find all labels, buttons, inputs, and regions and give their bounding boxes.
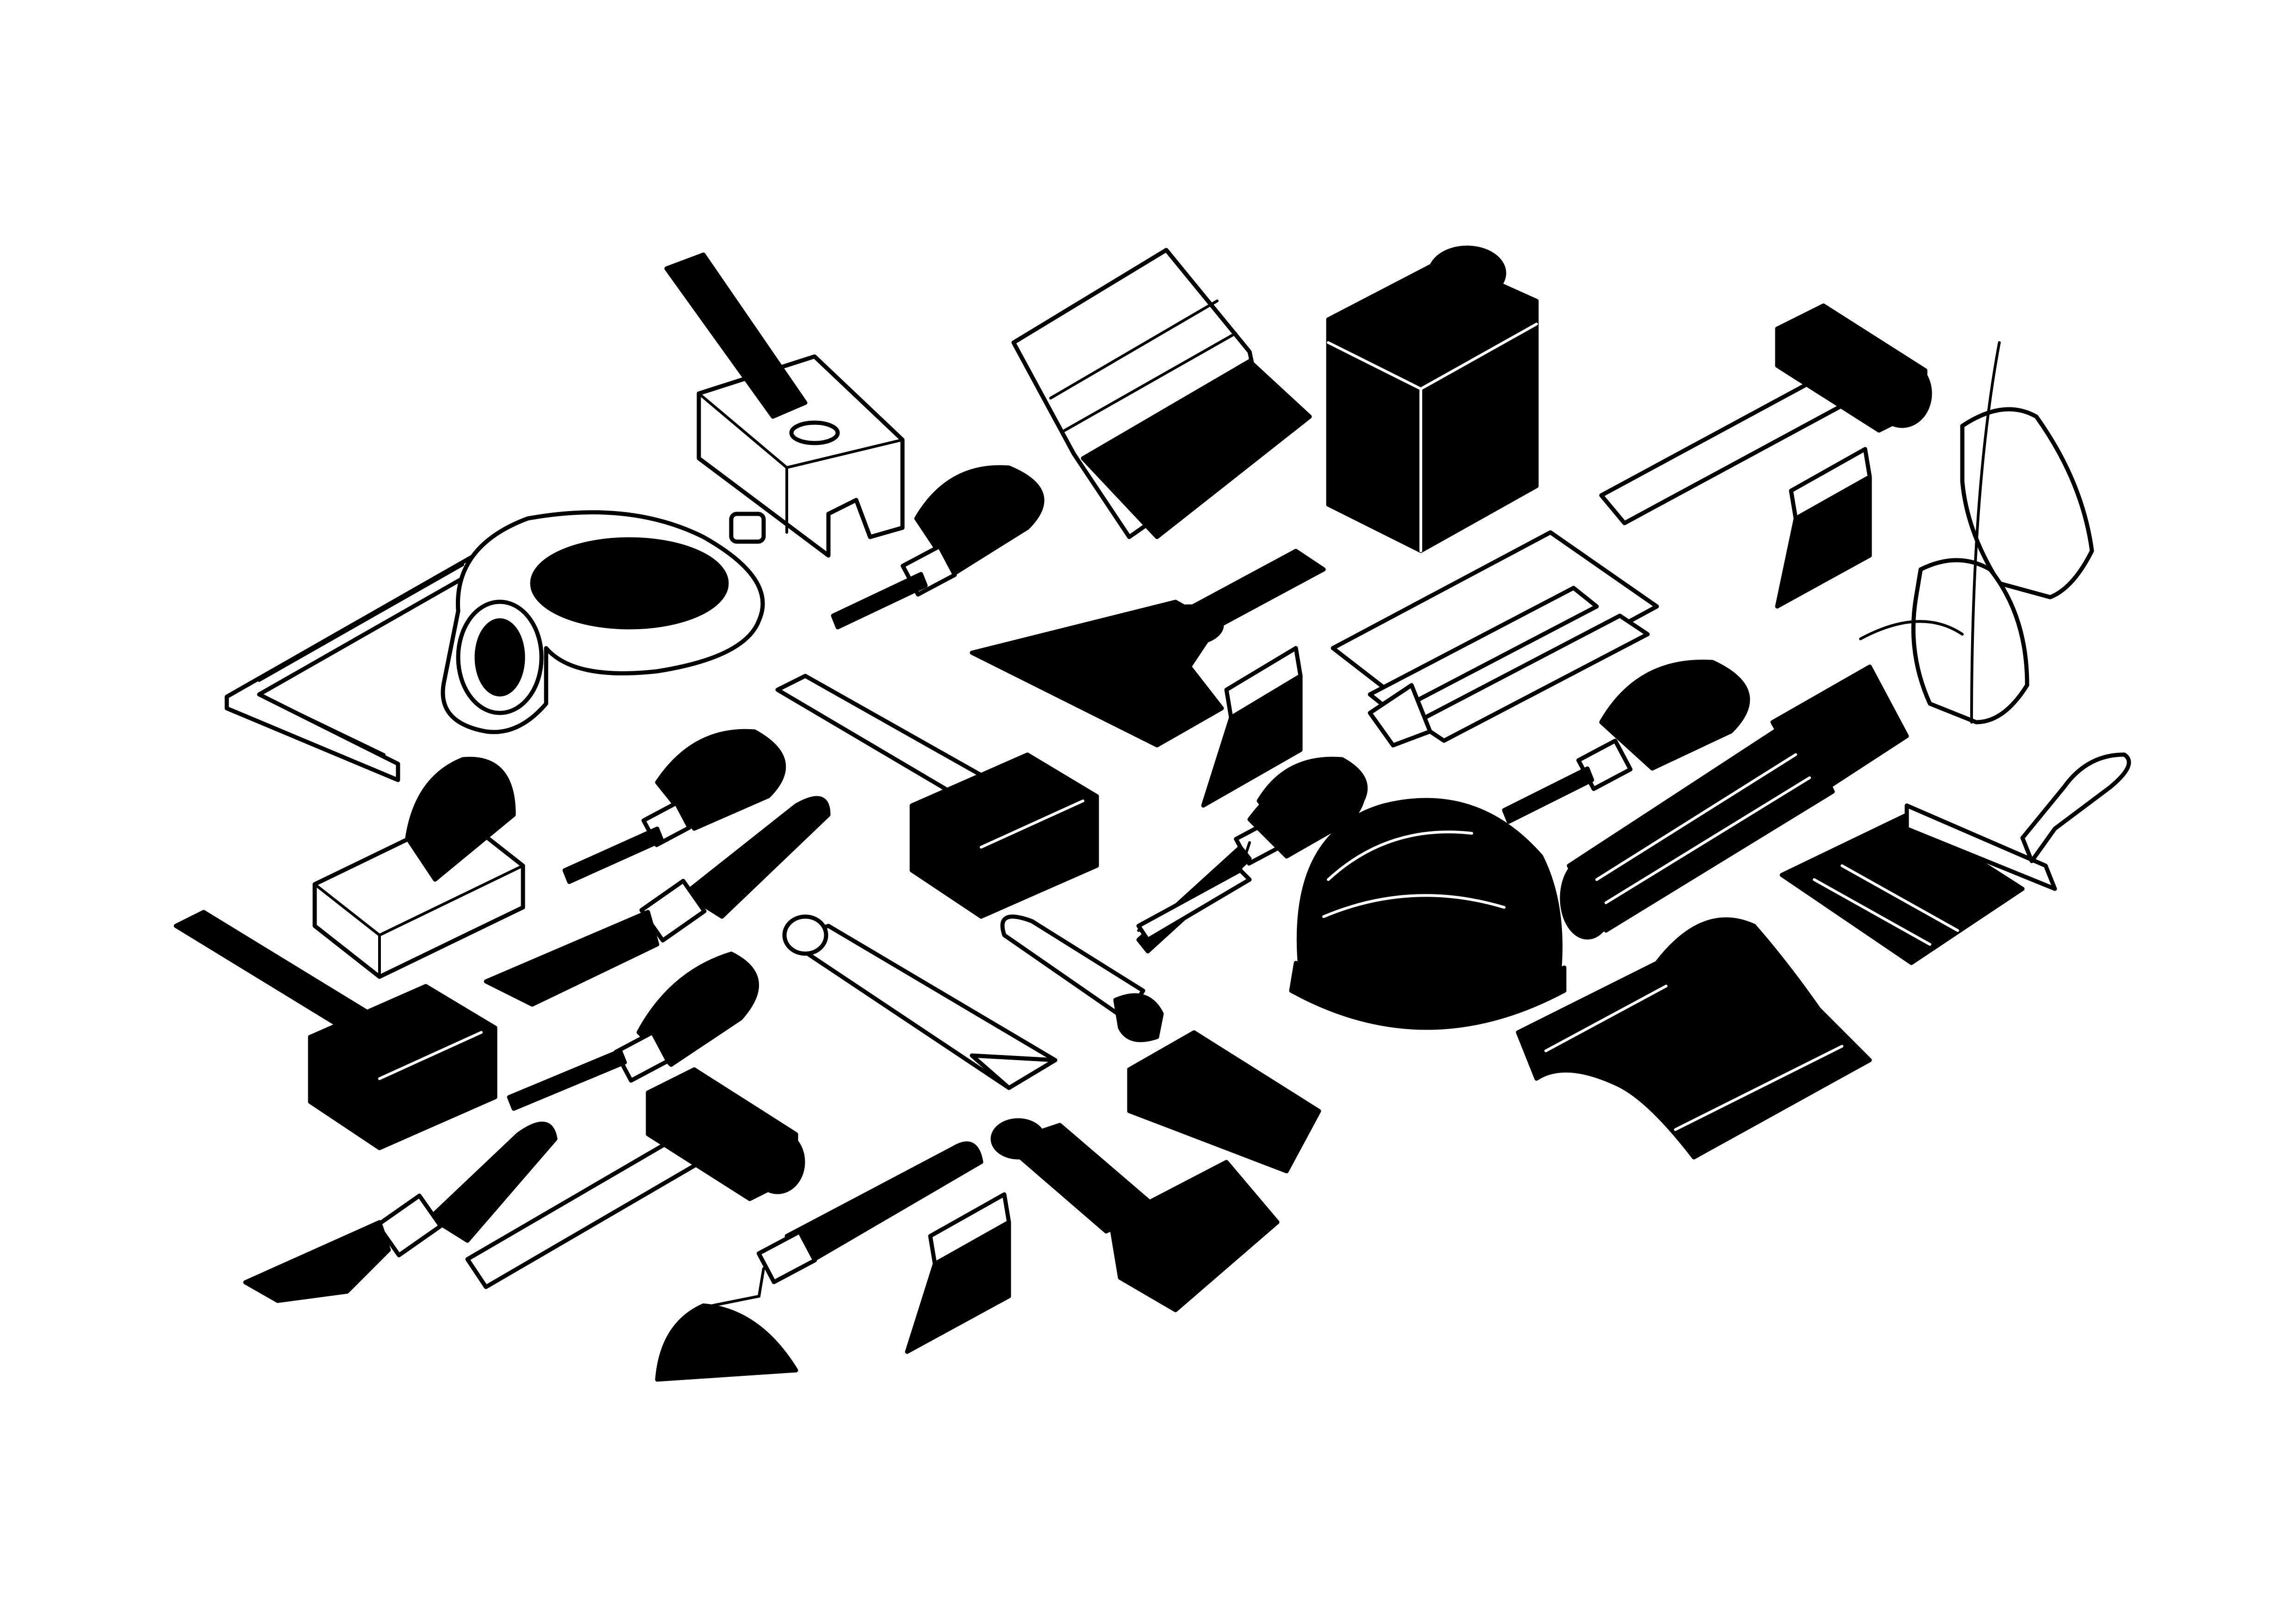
jerry-can-icon xyxy=(1326,245,1539,553)
chisel-5-icon xyxy=(243,1121,558,1303)
scraper-blade-2-icon xyxy=(1201,646,1303,808)
chisel-3-icon xyxy=(484,796,831,1007)
paint-brush-icon xyxy=(1780,752,2131,965)
sledge-hammer-icon xyxy=(1599,303,1932,525)
pipe-clamp-icon xyxy=(441,510,766,734)
chisel-7-icon xyxy=(1502,659,1750,824)
chisel-4-icon xyxy=(507,951,759,1111)
safety-helmet-icon xyxy=(1289,798,1567,1030)
smoothing-plane-icon xyxy=(312,756,525,979)
rubber-mallet-icon xyxy=(775,674,1099,919)
torch-icon xyxy=(1560,664,1909,940)
scraper-blade-1-icon xyxy=(1775,447,1872,609)
detail-trowel-icon xyxy=(655,1141,983,1382)
hands-with-wire-icon xyxy=(1859,341,2094,725)
chisel-1-icon xyxy=(831,465,1045,630)
block-plane-icon xyxy=(664,252,905,558)
pointing-trowel-icon xyxy=(1136,762,1366,942)
plastic-squeegee-icon xyxy=(1011,248,1312,539)
claw-hammer-icon xyxy=(465,1067,805,1289)
brick-trowel-icon xyxy=(1000,914,1321,1174)
wood-slats-icon xyxy=(1331,530,1659,748)
ridge-tile-icon xyxy=(1516,917,1872,1160)
scraper-blade-3-icon xyxy=(905,1192,1011,1354)
chisel-2-icon xyxy=(562,729,786,884)
wide-scraper-icon xyxy=(970,549,1326,748)
mallet-icon xyxy=(174,910,498,1150)
chisel-pin-icon xyxy=(782,914,1058,1090)
paint-scraper-icon xyxy=(990,1118,1280,1312)
